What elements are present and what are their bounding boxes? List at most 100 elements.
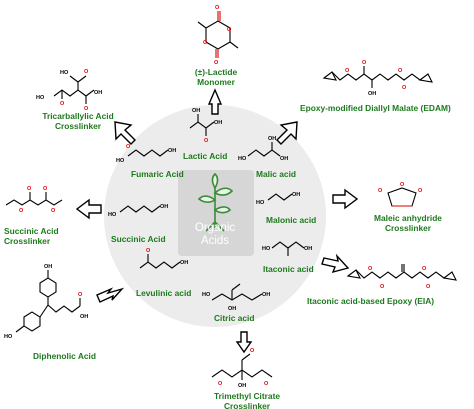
center-box [178, 170, 254, 256]
label-levulinic-acid: Levulinic acid [136, 288, 192, 298]
svg-text:O: O [215, 5, 220, 11]
label-succinic-acid: Succinic Acid [111, 234, 166, 244]
svg-text:HO: HO [202, 292, 211, 298]
svg-text:O: O [426, 284, 431, 290]
svg-text:O: O [19, 208, 24, 214]
svg-text:O: O [400, 182, 405, 188]
label-eia: Itaconic acid-based Epoxy (EIA) [307, 296, 435, 306]
arrow-to-lactide [207, 88, 223, 115]
citric-acid-structure: HO OH OH [202, 283, 270, 312]
eia-structure: O O O O [346, 264, 457, 290]
label-fumaric-acid: Fumaric Acid [131, 169, 184, 179]
svg-text:O: O [264, 381, 269, 387]
svg-text:O: O [203, 40, 208, 46]
label-trimethyl-citrate-line1: Trimethyl Citrate [213, 391, 281, 401]
svg-text:OH: OH [80, 314, 88, 320]
svg-text:O: O [418, 188, 423, 194]
svg-text:OH: OH [280, 156, 288, 162]
svg-text:O: O [362, 60, 367, 66]
label-succinic-crosslinker-line1: Succinic Acid [4, 226, 59, 236]
arrow-to-succinic-crosslinker [75, 198, 102, 220]
svg-text:O: O [218, 381, 223, 387]
label-lactic-acid: Lactic Acid [183, 151, 228, 161]
svg-text:O: O [84, 106, 89, 112]
svg-text:O: O [345, 68, 350, 74]
arrow-to-maleic [332, 188, 359, 210]
svg-text:O: O [402, 85, 407, 91]
svg-text:O: O [250, 348, 255, 354]
arrow-to-diphenolic [96, 287, 125, 303]
svg-text:OH: OH [94, 90, 102, 96]
svg-text:HO: HO [238, 156, 247, 162]
label-maleic-line1: Maleic anhydride [374, 213, 442, 223]
svg-text:O: O [126, 144, 131, 150]
center-title-line2: Acids [200, 235, 230, 247]
center-title: Organic Acids [181, 222, 249, 248]
label-tricarballylic: Tricarballylic Acid Crosslinker [32, 111, 124, 131]
svg-text:O: O [422, 266, 427, 272]
svg-text:OH: OH [214, 120, 222, 126]
svg-text:OH: OH [180, 260, 188, 266]
malonic-acid-structure: HO OH [256, 192, 300, 206]
svg-text:OH: OH [368, 91, 376, 97]
svg-text:OH: OH [168, 148, 176, 154]
arrow-to-eia [321, 253, 350, 274]
label-maleic: Maleic anhydride Crosslinker [366, 213, 450, 233]
plant-icon [197, 172, 234, 232]
arrow-to-tricarballylic [114, 121, 136, 145]
label-malonic-acid: Malonic acid [266, 215, 317, 225]
levulinic-acid-structure: O OH [139, 248, 188, 269]
svg-text:O: O [60, 101, 65, 107]
lactide-structure: O O O O [197, 5, 239, 66]
label-lactide: (±)-Lactide Monomer [181, 67, 251, 87]
label-maleic-line2: Crosslinker [384, 223, 432, 233]
center-title-line1: Organic [194, 222, 236, 234]
label-succinic-crosslinker: Succinic Acid Crosslinker [4, 226, 74, 246]
svg-text:HO: HO [36, 95, 45, 101]
label-trimethyl-citrate-line2: Crosslinker [223, 401, 271, 409]
svg-text:OH: OH [228, 306, 236, 312]
svg-text:OH: OH [292, 192, 300, 198]
label-tricarballylic-line1: Tricarballylic Acid [42, 111, 114, 121]
svg-text:O: O [214, 60, 219, 66]
label-trimethyl-citrate: Trimethyl Citrate Crosslinker [207, 391, 287, 409]
tricarballylic-structure: HO O HO O OH O [36, 69, 102, 112]
maleic-anhydride-structure: O O O [378, 182, 423, 207]
trimethyl-citrate-structure: O O O OH [211, 348, 273, 389]
svg-text:HO: HO [60, 70, 69, 76]
label-citric-acid: Citric acid [214, 313, 255, 323]
svg-text:OH: OH [192, 108, 200, 114]
svg-text:OH: OH [304, 246, 312, 252]
svg-text:O: O [380, 284, 385, 290]
edam-structure: O O O O OH [322, 60, 433, 97]
svg-text:O: O [84, 69, 89, 75]
label-edam: Epoxy-modified Diallyl Malate (EDAM) [300, 103, 451, 113]
itaconic-acid-structure: HO OH [262, 241, 312, 256]
svg-text:O: O [204, 138, 209, 144]
lactic-acid-structure: OH O OH [189, 108, 222, 144]
svg-text:HO: HO [116, 158, 125, 164]
arrow-to-trimethyl-citrate [235, 331, 253, 354]
svg-text:OH: OH [238, 383, 246, 389]
label-diphenolic: Diphenolic Acid [33, 351, 96, 361]
svg-text:O: O [227, 27, 232, 33]
svg-text:HO: HO [262, 246, 271, 252]
label-succinic-crosslinker-line2: Crosslinker [4, 236, 51, 246]
succinic-crosslinker-structure: O O O O [5, 186, 63, 214]
svg-text:OH: OH [44, 264, 52, 270]
label-lactide-line1: (±)-Lactide [194, 67, 238, 77]
arrow-to-edam [276, 121, 298, 145]
svg-text:O: O [378, 188, 383, 194]
label-malic-acid: Malic acid [256, 169, 297, 179]
svg-text:O: O [27, 186, 32, 192]
diphenolic-structure: OH HO O OH [4, 264, 88, 340]
label-itaconic-acid: Itaconic acid [263, 264, 314, 274]
label-lactide-line2: Monomer [197, 77, 235, 87]
svg-text:HO: HO [4, 334, 13, 340]
svg-text:OH: OH [268, 136, 276, 142]
malic-acid-structure: HO OH OH [238, 136, 288, 162]
svg-text:O: O [398, 68, 403, 74]
succinic-acid-structure: HO OH [108, 204, 168, 218]
svg-text:O: O [43, 186, 48, 192]
